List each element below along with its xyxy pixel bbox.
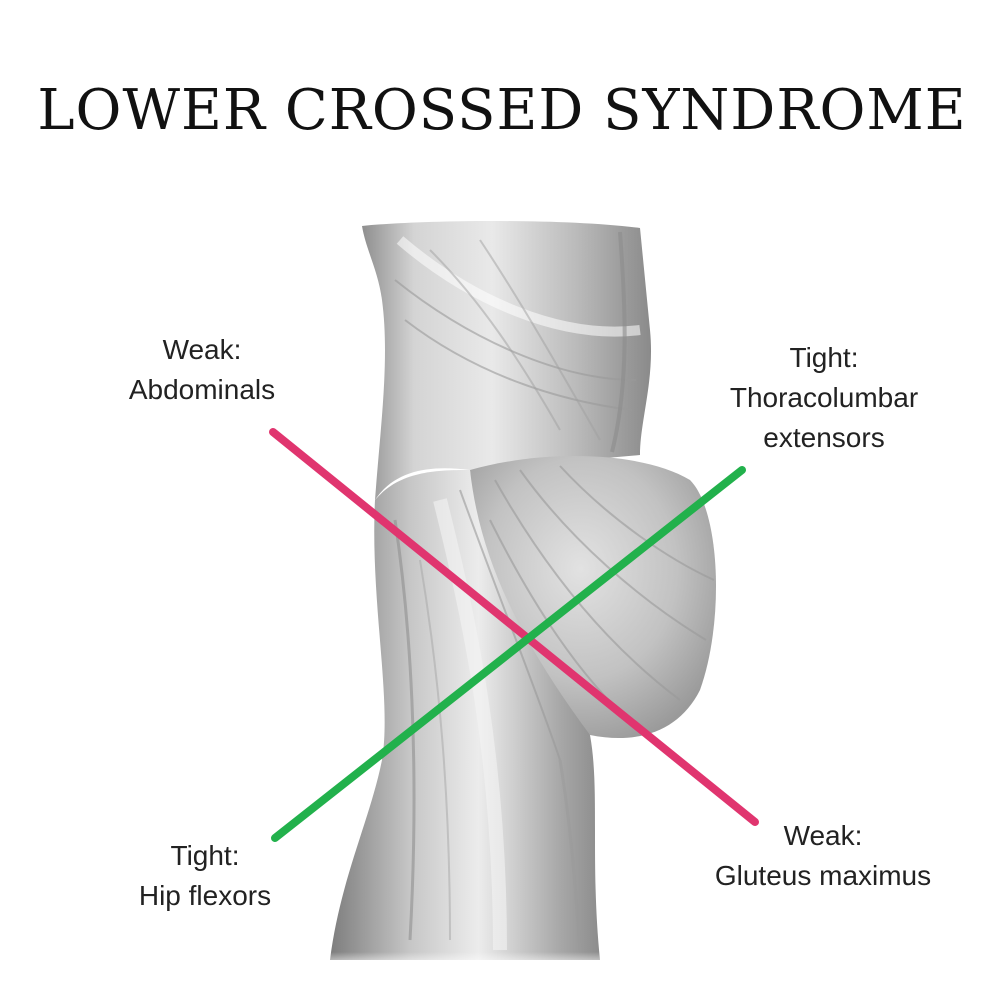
muscle-text: Hip flexors xyxy=(120,876,290,916)
muscle-text: Abdominals xyxy=(112,370,292,410)
status-text: Tight: xyxy=(120,836,290,876)
label-tight-thoracolumbar-extensors: Tight: Thoracolumbar extensors xyxy=(710,338,938,458)
status-text: Tight: xyxy=(710,338,938,378)
muscle-text: Gluteus maximus xyxy=(692,856,954,896)
muscle-text-line1: Thoracolumbar xyxy=(710,378,938,418)
label-tight-hip-flexors: Tight: Hip flexors xyxy=(120,836,290,916)
muscle-text-line2: extensors xyxy=(710,418,938,458)
status-text: Weak: xyxy=(112,330,292,370)
label-weak-gluteus-maximus: Weak: Gluteus maximus xyxy=(692,816,954,896)
label-weak-abdominals: Weak: Abdominals xyxy=(112,330,292,410)
status-text: Weak: xyxy=(692,816,954,856)
